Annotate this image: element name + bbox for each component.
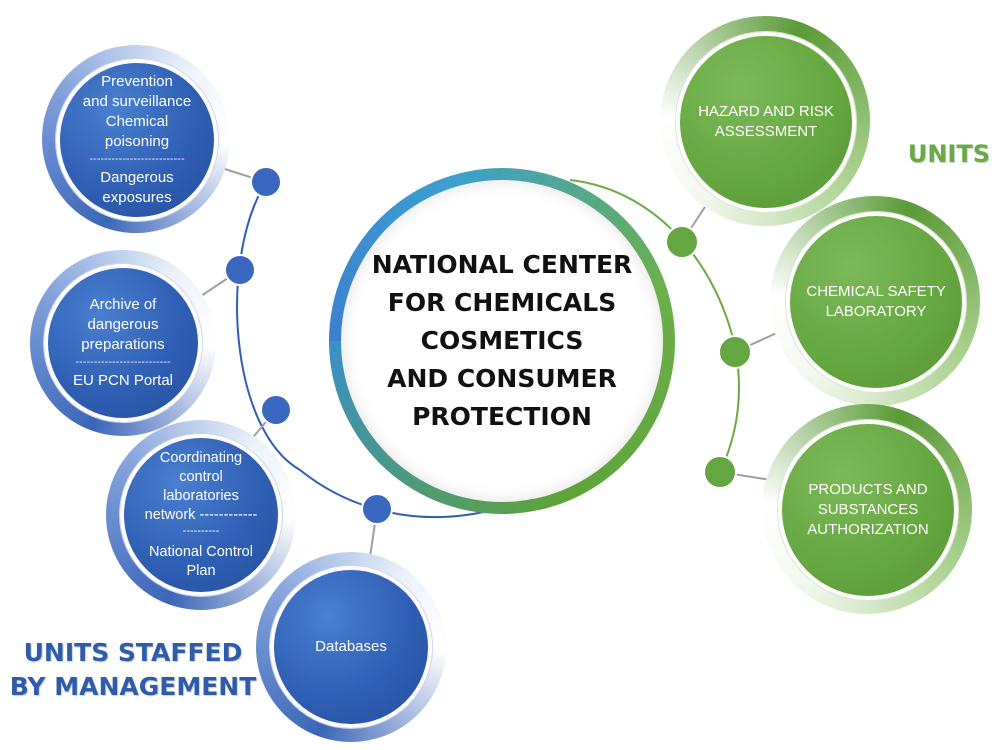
unit-label-line: LABORATORY	[825, 303, 927, 320]
unit-label-line: dangerous	[87, 316, 159, 333]
unit-label-line: ----------	[182, 525, 220, 537]
node-dot	[224, 254, 256, 286]
unit-label-line: CHEMICAL SAFETY	[806, 283, 946, 300]
management-unit-coordinating: Coordinating control laboratories networ…	[120, 434, 282, 596]
unit-label-line: Dangerous	[100, 169, 174, 186]
unit-hazard-risk: HAZARD AND RISK ASSESSMENT	[676, 32, 856, 212]
unit-label-line: and surveillance	[82, 93, 192, 110]
center-title-line: COSMETICS	[420, 326, 584, 355]
center-title-line: AND CONSUMER	[387, 364, 617, 393]
center-title-line: FOR CHEMICALS	[387, 288, 617, 317]
unit-label-line: Coordinating	[159, 450, 243, 466]
unit-separator: --------------------------	[89, 153, 185, 165]
management-unit-prevention: Prevention and surveillance Chemical poi…	[56, 59, 218, 221]
management-title: UNITS STAFFED BY MANAGEMENT	[8, 636, 258, 704]
unit-label-line: EU PCN Portal	[72, 372, 174, 389]
node-dot	[361, 493, 393, 525]
node-dot	[718, 335, 752, 369]
unit-label-line: ASSESSMENT	[714, 123, 818, 140]
management-unit-archive: Archive of dangerous preparations ------…	[44, 264, 202, 422]
units-orbit-arc	[569, 179, 740, 473]
center-title-line: NATIONAL CENTER	[371, 250, 633, 279]
unit-label-line: AUTHORIZATION	[807, 521, 929, 538]
unit-label-line: Archive of	[89, 296, 157, 313]
unit-label-line: control	[179, 469, 223, 485]
unit-label-line: network ------------	[144, 507, 258, 523]
management-unit-databases: Databases	[270, 566, 432, 728]
unit-chemical-safety-lab: CHEMICAL SAFETY LABORATORY	[786, 212, 966, 392]
management-title-line: UNITS STAFFED	[23, 638, 243, 667]
center-title-line: PROTECTION	[412, 402, 592, 431]
unit-label-line: National Control	[149, 544, 253, 560]
unit-label-line: Databases	[315, 638, 387, 655]
unit-label-line: Prevention	[101, 73, 173, 90]
unit-label-line: Plan	[186, 563, 216, 579]
unit-label-line: Chemical	[105, 113, 169, 130]
center-node: NATIONAL CENTER FOR CHEMICALS COSMETICS …	[341, 180, 663, 502]
unit-label-line: laboratories	[163, 488, 239, 504]
unit-label-line: exposures	[102, 189, 172, 206]
center-title: NATIONAL CENTER FOR CHEMICALS COSMETICS …	[372, 246, 633, 436]
unit-label-line: preparations	[81, 336, 165, 353]
units-title: UNITS	[907, 140, 990, 168]
unit-separator: --------------------------	[75, 356, 171, 368]
unit-label-line: poisoning	[104, 133, 170, 150]
management-title-line: BY MANAGEMENT	[9, 672, 257, 701]
unit-label-line: PRODUCTS	[808, 481, 893, 498]
unit-products-authorization: PRODUCTS AND SUBSTANCES AUTHORIZATION	[778, 420, 958, 600]
node-dot	[250, 166, 282, 198]
node-dot	[260, 394, 292, 426]
node-dot	[665, 225, 699, 259]
unit-label-line: AND SUBSTANCES	[817, 481, 928, 518]
unit-label-line: HAZARD AND RISK	[698, 103, 834, 120]
node-dot	[703, 455, 737, 489]
